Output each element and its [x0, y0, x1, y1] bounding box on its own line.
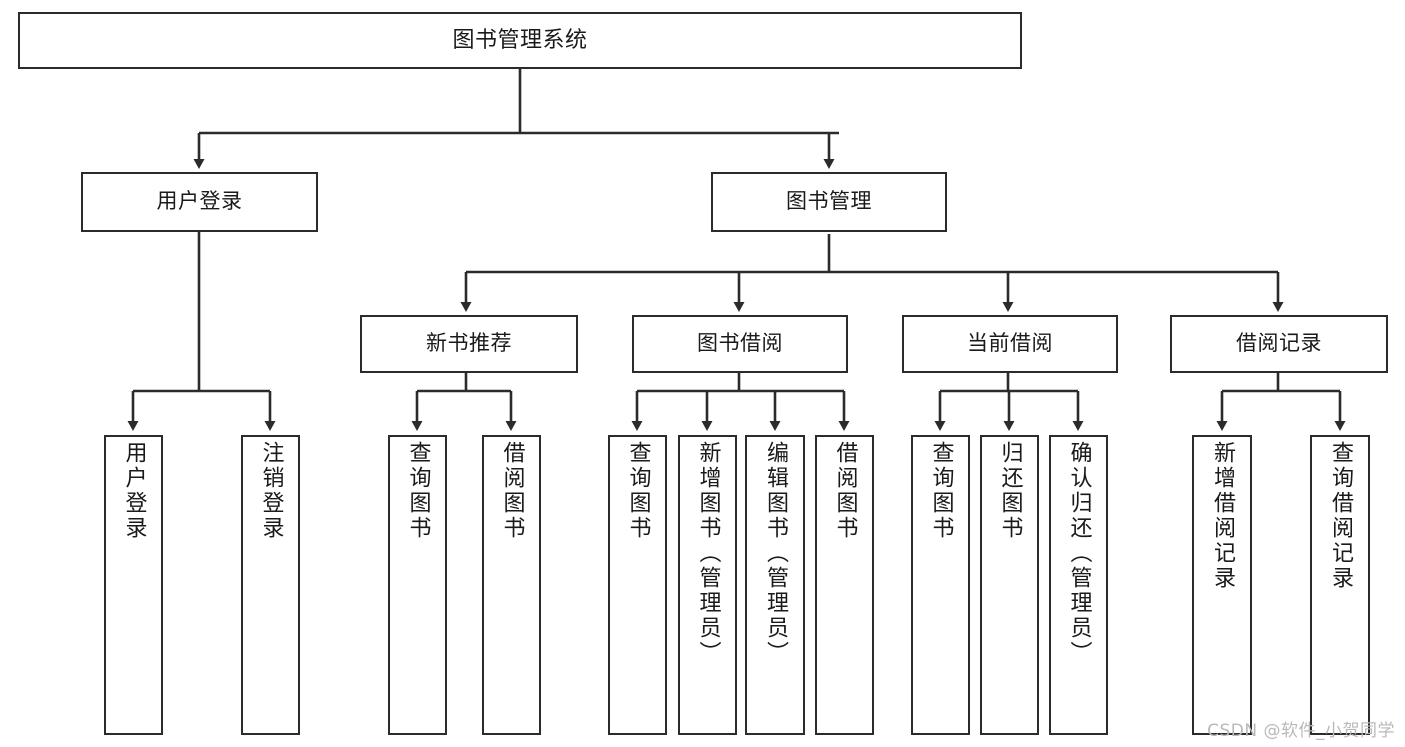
node-leaf-current-return-book[interactable]: 归还图书	[980, 435, 1039, 735]
node-leaf-current-query-book-label: 查询图书	[928, 441, 954, 541]
node-leaf-borrow-edit-book[interactable]: 编辑图书（管理员）	[745, 435, 805, 735]
watermark-text: CSDN @软件_小贺同学	[1207, 721, 1395, 741]
edges-book-mgmt	[460, 234, 1284, 312]
node-leaf-borrow-add-book[interactable]: 新增图书（管理员）	[678, 435, 737, 735]
node-leaf-borrow-query-book[interactable]: 查询图书	[608, 435, 667, 735]
node-root-system[interactable]: 图书管理系统	[18, 12, 1022, 69]
node-leaf-current-return-book-label: 归还图书	[997, 441, 1023, 541]
edges-current-borrow-children	[934, 373, 1084, 431]
node-new-book-recommend[interactable]: 新书推荐	[360, 315, 578, 373]
edges-book-borrow-children	[631, 373, 850, 431]
edges-user-login-children	[127, 232, 276, 431]
node-leaf-record-add-label: 新增借阅记录	[1210, 441, 1235, 591]
node-leaf-user-logout[interactable]: 注销登录	[241, 435, 300, 735]
node-leaf-record-query-label: 查询借阅记录	[1328, 441, 1353, 591]
node-leaf-user-login[interactable]: 用户登录	[104, 435, 163, 735]
node-borrow-record-label: 借阅记录	[1236, 331, 1322, 356]
node-current-borrow[interactable]: 当前借阅	[902, 315, 1118, 373]
node-leaf-borrow-borrow-book[interactable]: 借阅图书	[815, 435, 874, 735]
node-leaf-borrow-add-book-label: 新增图书（管理员）	[695, 441, 721, 666]
node-leaf-borrow-borrow-book-label: 借阅图书	[832, 441, 858, 541]
node-book-borrow[interactable]: 图书借阅	[632, 315, 848, 373]
node-leaf-recommend-query-book-label: 查询图书	[405, 441, 431, 541]
node-borrow-record[interactable]: 借阅记录	[1170, 315, 1388, 373]
edges-root	[193, 69, 839, 169]
node-leaf-borrow-query-book-label: 查询图书	[625, 441, 651, 541]
node-leaf-recommend-borrow-book[interactable]: 借阅图书	[482, 435, 541, 735]
node-current-borrow-label: 当前借阅	[967, 331, 1053, 356]
node-user-login[interactable]: 用户登录	[81, 172, 318, 232]
node-leaf-recommend-borrow-book-label: 借阅图书	[499, 441, 525, 541]
node-leaf-user-login-label: 用户登录	[121, 441, 147, 541]
node-user-login-label: 用户登录	[156, 189, 243, 214]
node-leaf-current-confirm-return-label: 确认归还（管理员）	[1066, 441, 1092, 666]
edges-borrow-record-children	[1216, 373, 1346, 431]
node-book-borrow-label: 图书借阅	[697, 331, 783, 356]
node-leaf-record-add[interactable]: 新增借阅记录	[1192, 435, 1252, 735]
node-leaf-user-logout-label: 注销登录	[258, 441, 284, 541]
node-book-management-label: 图书管理	[786, 189, 872, 214]
node-leaf-recommend-query-book[interactable]: 查询图书	[388, 435, 447, 735]
node-book-management[interactable]: 图书管理	[711, 172, 947, 232]
node-new-book-recommend-label: 新书推荐	[426, 331, 512, 356]
edges-new-book-children	[411, 373, 517, 431]
node-leaf-borrow-edit-book-label: 编辑图书（管理员）	[763, 441, 788, 666]
node-leaf-record-query[interactable]: 查询借阅记录	[1310, 435, 1370, 735]
node-leaf-current-confirm-return[interactable]: 确认归还（管理员）	[1049, 435, 1108, 735]
node-leaf-current-query-book[interactable]: 查询图书	[911, 435, 970, 735]
node-root-system-label: 图书管理系统	[452, 27, 588, 53]
